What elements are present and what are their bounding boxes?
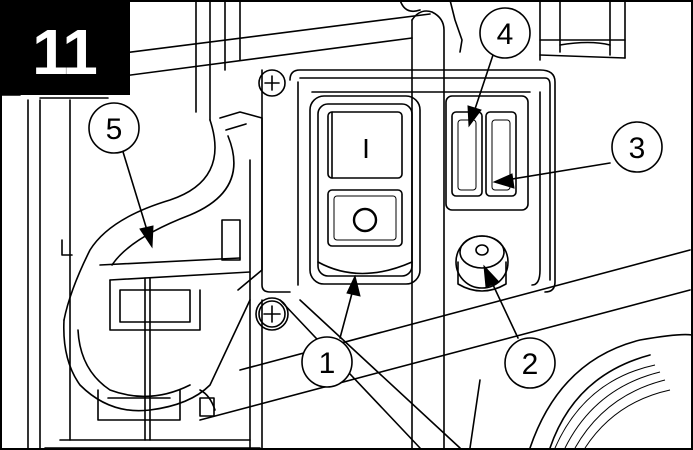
callout-2-label: 2	[522, 348, 539, 381]
indicator-slot-right	[485, 111, 517, 197]
screw-top	[258, 69, 286, 97]
indicator-slot-left	[451, 111, 483, 197]
figure-number: 11	[32, 16, 96, 88]
figure-number-badge: 11	[0, 0, 130, 95]
callout-5: 5	[88, 102, 140, 154]
round-push-button	[455, 235, 509, 292]
on-off-rocker-switch: I	[309, 95, 421, 285]
leader-arrows	[119, 51, 611, 339]
callout-3-label: 3	[629, 132, 646, 165]
callout-5-label: 5	[106, 113, 123, 146]
callout-4: 4	[479, 7, 531, 59]
control-panel-plate	[261, 69, 556, 293]
callout-1-label: 1	[319, 347, 336, 380]
callout-4-label: 4	[497, 18, 514, 51]
screw-bottom	[255, 297, 289, 331]
callout-2: 2	[504, 337, 556, 389]
housing-bracket	[61, 111, 263, 441]
on-symbol: I	[362, 133, 370, 164]
off-symbol	[352, 207, 378, 233]
callout-1: 1	[301, 336, 353, 388]
callout-3: 3	[611, 121, 663, 173]
badge-background	[0, 0, 130, 95]
indicator-slots	[445, 95, 529, 211]
